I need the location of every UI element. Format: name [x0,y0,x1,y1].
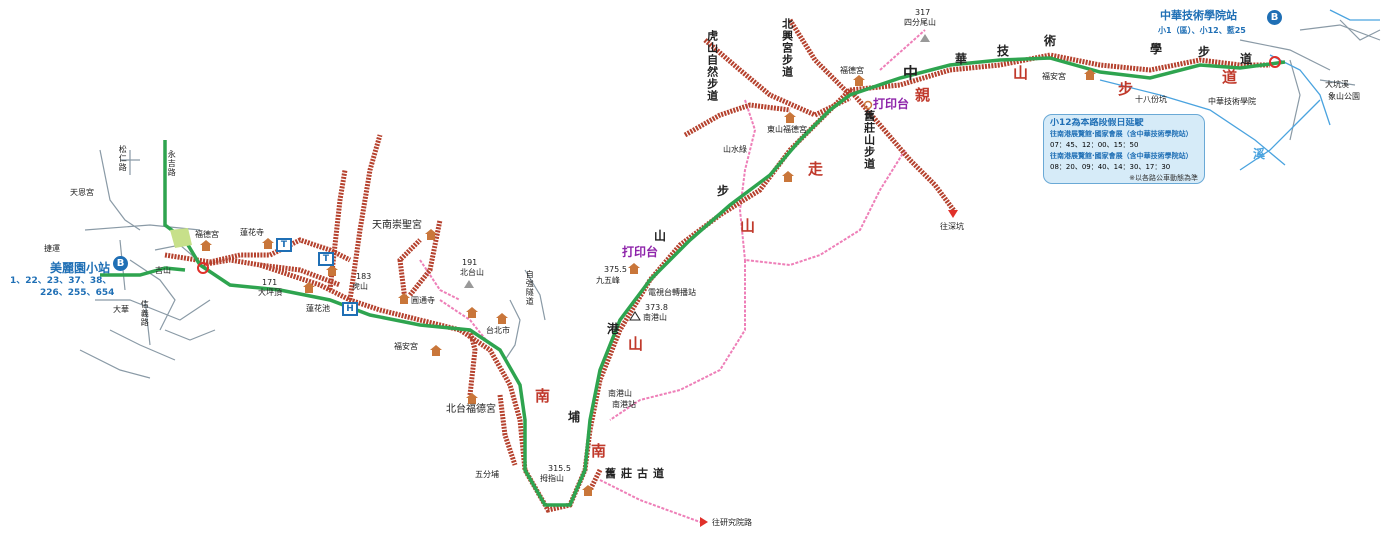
trail-char: 港 [607,322,620,336]
peak-nangang: 南港山 [643,313,667,322]
peak-jiuwu: 九五峰 [596,276,620,285]
trail-char: 步 [1198,45,1211,59]
bus-terminal-badge: T [318,252,334,266]
place-tianshan: 天南崇聖宮 [372,220,422,231]
place-temple-left: 福德宮 [195,230,219,239]
place-houshan: 南港山 [608,389,632,398]
place-tower: 電視台轉播站 [648,288,696,297]
peak-171-height: 171 [262,278,278,287]
hushan-trail-label: 虎山自然步道 [705,30,719,102]
info-title: 小12為本路段假日延駛 [1050,118,1144,128]
place-dapingding: 大坪頂 [258,288,282,297]
place-shanshui: 山水綠 [723,145,747,154]
trail-char: 學 [1150,42,1163,56]
place-right-temple: 福德宮 [840,66,864,75]
trail-char: 中 [903,64,919,82]
guhuang-trail-label: 舊莊古道 [605,467,669,480]
trail-char: 術 [1044,34,1057,48]
trail-char: 山 [654,229,667,243]
place-dongshan: 東山福德宮 [767,125,807,134]
place-station: 捷運 [44,244,60,253]
place-daxin: 大坑溪 [1325,80,1349,89]
park-patch [170,228,192,248]
trail-char-red: 道 [1222,68,1238,86]
trail-char: 步 [717,184,730,198]
bus-stop-badge-left[interactable]: B [113,256,128,271]
peak-markers [464,34,930,321]
gushan-trail-label: 舊莊山步道 [862,110,876,170]
shelter-badge: H [342,302,358,316]
trail-char-red: 步 [1118,80,1134,98]
peak-191-height: 191 [462,258,478,267]
peak-191: 北台山 [460,268,484,277]
bus-stop-badge-right[interactable]: B [1267,10,1282,25]
temple-icons [200,69,1096,496]
trail-char-red: 山 [628,335,644,353]
place-lianhuachi: 蓮花池 [306,304,330,313]
bus-stop-left-routes-1: 1、22、23、37、38、 [10,276,112,286]
direction-arrows [700,210,958,527]
stamp-label-middle: 打印台 [622,245,659,259]
bus-info-box: 小12為本路段假日延駛 往南港展覽館·國家會展（含中華技術學院站） 07：45、… [1043,114,1205,184]
info-line-3: 往南港展覽館·國家會展（含中華技術學院站） [1050,152,1193,160]
peak-jiuwu-height: 375.5 [604,265,627,274]
info-note: ※以各路公車動態為準 [1129,174,1198,182]
peak-nangang-height: 373.8 [645,303,668,312]
peak-sifen-height: 317 [915,8,931,17]
start-markers [197,56,1281,274]
info-line-1: 往南港展覽館·國家會展（含中華技術學院站） [1050,130,1193,138]
road-xinyi: 信義路 [140,300,150,327]
place-taiqian: 台北市 [486,326,510,335]
peak-183-height: 183 [356,272,372,281]
peak-hushan: 虎山 [352,282,368,291]
trail-char-red: 南 [591,442,607,460]
trail-network [164,18,1270,513]
bus-stop-left-name: 美麗園小站 [50,261,111,275]
trail-char-red: 親 [915,86,931,104]
road-network [79,19,1381,379]
trail-char-red: 山 [740,217,756,235]
place-zhonghua-school: 中華技術學院 [1208,97,1256,106]
peak-muzhi: 拇指山 [540,474,564,483]
place-yuantong: 圓通寺 [411,296,435,305]
trail-char-red: 走 [808,160,824,178]
info-line-2: 07：45、12：00、15：50 [1050,141,1139,149]
river-label: 溪 [1253,147,1266,161]
road-nanjing: 永吉路 [167,150,177,177]
place-fuan: 福安宮 [394,342,418,351]
place-north-temple: 北台福德宮 [446,404,496,415]
trail-char: 道 [1240,52,1253,66]
road-ziqiang: 自強隧道 [525,270,535,306]
trail-char: 技 [997,44,1010,58]
to-shenkeng: 往深坑 [940,222,964,231]
peak-sifen: 四分尾山 [904,18,936,27]
trail-char-red: 山 [1013,64,1029,82]
place-jishan: 吉山 [155,266,171,275]
place-shibafen: 十八份坑 [1135,95,1167,104]
place-lianhua: 蓮花寺 [240,228,264,237]
to-other: 往研究院路 [712,518,752,527]
bus-stop-left-routes-2: 226、255、654 [40,288,115,298]
bus-stop-right-routes: 小1（區）、小12、藍25 [1158,26,1246,35]
place-tianen: 天恩宮 [70,188,94,197]
stamp-markers [863,100,873,110]
bus-stop-right-name: 中華技術學院站 [1160,9,1237,22]
place-daqian: 大華 [113,305,129,314]
road-songren: 松仁路 [118,145,128,172]
pink-paths [419,29,926,523]
trail-char: 華 [955,52,968,66]
bus-terminal-badge: T [276,238,292,252]
place-wufenpu: 五分埔 [475,470,499,479]
beixing-trail-label: 北興宮步道 [780,18,794,78]
trail-char: 埔 [568,410,581,424]
trail-char-red: 南 [535,387,551,405]
place-xiangshan-park: 象山公園 [1328,92,1360,101]
peak-muzhi-height: 315.5 [548,464,571,473]
place-houshan-2: 南港站 [612,400,636,409]
stamp-label-top: 打印台 [873,97,910,111]
main-route [100,56,1286,507]
info-line-4: 08：20、09：40、14：30、17：30 [1050,163,1171,171]
place-fuan-right: 福安宮 [1042,72,1066,81]
